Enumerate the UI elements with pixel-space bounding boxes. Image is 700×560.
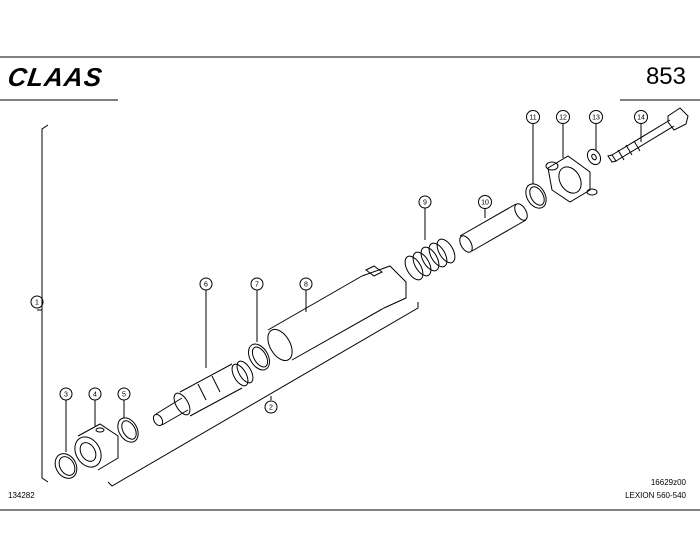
callout-14[interactable]: 14 (634, 110, 648, 124)
callout-8-label: 8 (304, 282, 308, 289)
part-seal-ring-5[interactable] (114, 414, 143, 446)
callout-9-label: 9 (423, 200, 427, 207)
callout-14-label: 14 (637, 115, 645, 122)
callout-11-label: 11 (529, 115, 536, 122)
page-number: 853 (645, 63, 686, 90)
assembly-bracket (41, 124, 49, 483)
callout-4[interactable]: 4 (88, 387, 102, 401)
callout-12[interactable]: 12 (556, 110, 570, 124)
drawing-number: 134282 (8, 491, 35, 500)
callout-1-label: 1 (35, 300, 39, 307)
callout-1[interactable]: 1 (30, 295, 44, 309)
callout-6-label: 6 (204, 282, 208, 289)
callout-5-label: 5 (122, 392, 126, 399)
callout-11[interactable]: 11 (526, 110, 540, 124)
part-cylinder-tube-8[interactable] (263, 265, 407, 365)
callout-10-label: 10 (481, 200, 489, 207)
part-piston-rod-6[interactable] (152, 359, 257, 428)
callout-10[interactable]: 10 (478, 195, 492, 209)
callout-12-label: 12 (559, 115, 567, 122)
machine-model: LEXION 560-540 (625, 491, 686, 500)
figure-code: 16629z00 (650, 478, 686, 487)
callout-2[interactable]: 2 (264, 400, 278, 414)
part-bolt-14[interactable] (607, 107, 689, 163)
callout-3-label: 3 (64, 392, 68, 399)
part-spring-9[interactable] (401, 236, 458, 283)
callout-7[interactable]: 7 (250, 277, 264, 291)
callout-13-label: 13 (592, 115, 600, 122)
part-sleeve-10[interactable] (457, 202, 530, 255)
callout-2-label: 2 (269, 405, 273, 412)
callout-7-label: 7 (255, 282, 259, 289)
part-end-housing-12[interactable] (545, 155, 598, 203)
callout-6[interactable]: 6 (199, 277, 213, 291)
part-washer-13[interactable] (585, 147, 603, 167)
part-ring-11[interactable] (522, 180, 551, 212)
subassembly-bracket (107, 302, 419, 487)
callout-9[interactable]: 9 (418, 195, 432, 209)
part-seal-ring-7[interactable] (244, 340, 274, 373)
callout-13[interactable]: 13 (589, 110, 603, 124)
callout-5[interactable]: 5 (117, 387, 131, 401)
callout-4-label: 4 (93, 392, 97, 399)
part-head-block-4[interactable] (70, 423, 119, 472)
callout-8[interactable]: 8 (299, 277, 313, 291)
callout-3[interactable]: 3 (59, 387, 73, 401)
part-retaining-ring-3[interactable] (51, 450, 81, 483)
